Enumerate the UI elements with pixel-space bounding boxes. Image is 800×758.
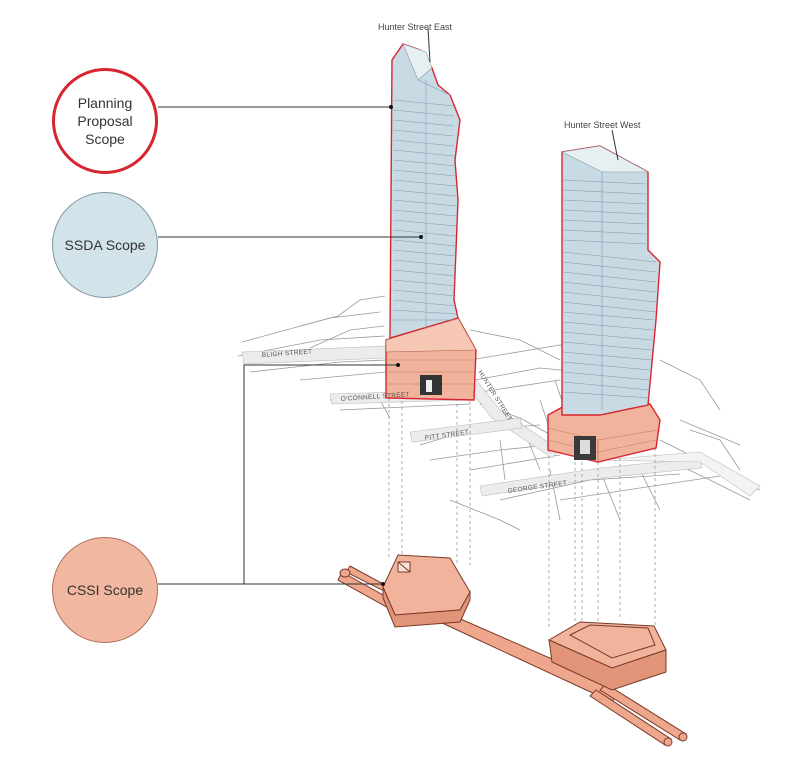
tower-label-east: Hunter Street East xyxy=(378,22,453,32)
leader-dots xyxy=(381,105,423,586)
projection-lines xyxy=(388,395,656,660)
tower-east xyxy=(385,43,477,401)
cssi-scope-legend: CSSI Scope xyxy=(52,537,158,643)
rail-tunnel xyxy=(337,565,688,747)
planning-proposal-scope-legend: Planning Proposal Scope xyxy=(52,68,158,174)
station-box-west xyxy=(547,621,667,691)
leader-lines xyxy=(158,27,619,585)
planning-line-1: Planning xyxy=(77,95,133,111)
cssi-scope-label: CSSI Scope xyxy=(66,582,144,598)
street-label-oconnell: O'CONNELL STREET xyxy=(341,391,410,403)
tower-label-west: Hunter Street West xyxy=(564,120,641,130)
ssda-scope-legend: SSDA Scope xyxy=(52,192,158,298)
street-label-bligh: BLIGH STREET xyxy=(262,348,313,359)
planning-line-2: Proposal xyxy=(77,113,133,129)
tower-west xyxy=(547,145,661,463)
planning-line-3: Scope xyxy=(85,131,125,147)
ssda-scope-label: SSDA Scope xyxy=(64,237,146,253)
station-box-east xyxy=(382,554,471,628)
